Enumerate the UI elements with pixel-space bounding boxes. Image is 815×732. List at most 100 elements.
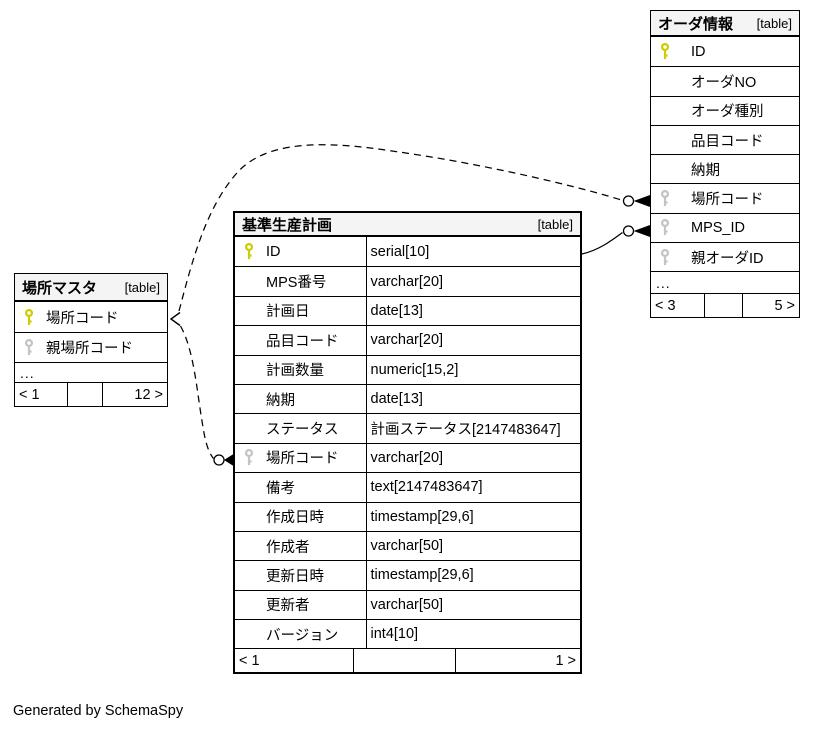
column-row[interactable]: MPS番号 varchar[20] [235,266,581,296]
column-type: varchar[20] [365,267,581,296]
column-row[interactable]: 更新者 varchar[50] [235,589,581,620]
column-row[interactable]: ID [651,37,799,67]
column-type: date[13] [365,296,581,326]
column-row[interactable]: 品目コード varchar[20] [235,325,581,355]
column-row[interactable]: 場所コード [651,183,799,213]
column-row[interactable]: 納期 [651,154,799,184]
table-type-tag: [table] [124,279,160,295]
key-icon [244,567,255,584]
table-header[interactable]: 場所マスタ [table] [15,274,167,302]
table-title: 場所マスタ [22,279,98,297]
column-row[interactable]: 場所コード varchar[20] [235,442,581,473]
column-name: ID [691,43,706,60]
key-icon [660,43,671,60]
column-name: 場所コード [46,310,119,327]
table-type-tag: [table] [756,15,792,31]
column-name: ... [20,364,35,381]
column-row[interactable]: 計画数量 numeric[15,2] [235,354,580,384]
column-name: MPS番号 [266,275,327,292]
table-mps[interactable]: 基準生産計画 [table] ID serial[10] [233,211,582,675]
column-row[interactable]: 親場所コード [15,332,167,362]
key-icon [660,190,671,207]
implied-connector-down [179,325,214,459]
child-count: 1 > [555,652,576,669]
column-name: 計画数量 [266,363,324,380]
column-name: 備考 [266,480,295,497]
key-icon [660,248,671,266]
key-icon [244,479,255,496]
key-icon [660,161,671,178]
child-count: 5 > [774,297,795,314]
table-header[interactable]: オーダ情報 [table] [651,11,799,37]
column-name: 品目コード [266,333,339,350]
column-name: 親場所コード [46,341,133,357]
column-name: 更新日時 [266,568,324,585]
parent-count: < 1 [19,386,40,403]
key-icon [660,102,671,119]
key-icon [244,626,255,643]
column-row[interactable]: オーダ種別 [651,95,799,125]
parent-count: < 3 [655,297,676,314]
column-name: 場所コード [266,451,339,468]
table-footer: < 3 5 > [651,293,799,318]
column-name: 場所コード [691,192,764,209]
table-type-tag: [table] [537,216,573,232]
key-icon [244,449,255,466]
column-row[interactable]: ... [15,362,167,382]
key-icon [244,391,255,408]
footer-spacer [704,294,743,318]
column-type: text[2147483647] [365,473,581,502]
column-name: ... [656,274,671,291]
column-row[interactable]: ステータス 計画ステータス[2147483647] [235,413,581,443]
column-type: varchar[20] [365,326,581,355]
column-type: varchar[50] [365,590,581,620]
child-count: 12 > [134,386,163,403]
column-row[interactable]: 計画日 date[13] [235,295,581,326]
column-name: 作成日時 [266,510,324,527]
key-icon [244,273,255,290]
column-row[interactable]: 場所コード [15,302,167,332]
parent-count: < 1 [239,652,260,669]
key-icon [244,538,255,555]
fk-end-circle [622,225,635,237]
column-row[interactable]: オーダNO [651,66,799,96]
column-name: ステータス [266,422,339,439]
column-row[interactable]: 更新日時 timestamp[29,6] [235,560,580,590]
table-location-master[interactable]: 場所マスタ [table] 場所コード [14,273,168,407]
key-icon [660,73,671,90]
fk-end-arrowhead [633,225,650,237]
column-type: date[13] [365,384,581,414]
key-icon [660,219,671,236]
column-name: 品目コード [691,133,764,150]
key-icon [660,132,671,149]
table-title: オーダ情報 [658,15,734,33]
column-type: 計画ステータス[2147483647] [365,414,581,443]
column-row[interactable]: 品目コード [651,124,799,155]
column-type: varchar[50] [365,531,581,561]
column-name: 作成者 [266,539,310,556]
table-header[interactable]: 基準生産計画 [table] [235,213,580,237]
column-name: ID [266,243,281,260]
column-type: varchar[20] [365,443,581,473]
column-name: 更新者 [266,598,310,615]
column-name: バージョン [266,627,339,644]
column-row[interactable]: MPS_ID [651,212,799,243]
column-row[interactable]: ... [651,271,799,294]
column-row[interactable]: ID serial[10] [235,237,580,267]
table-footer: < 1 12 > [15,382,167,406]
key-icon [244,361,255,378]
key-icon [244,508,255,525]
footer-spacer [353,649,456,673]
column-row[interactable]: 作成日時 timestamp[29,6] [235,501,580,531]
column-row[interactable]: 親オーダID [651,242,799,272]
column-row[interactable]: 備考 text[2147483647] [235,472,581,502]
column-row[interactable]: バージョン int4[10] [235,619,581,649]
key-icon [24,308,35,326]
table-order-info[interactable]: オーダ情報 [table] ID オ [650,10,800,319]
column-type: int4[10] [365,620,581,649]
key-icon [24,339,35,356]
column-row[interactable]: 作成者 varchar[50] [235,530,581,561]
generated-by-text: Generated by SchemaSpy [13,703,184,719]
column-row[interactable]: 納期 date[13] [235,383,581,414]
pk-end-arrow [169,311,181,327]
